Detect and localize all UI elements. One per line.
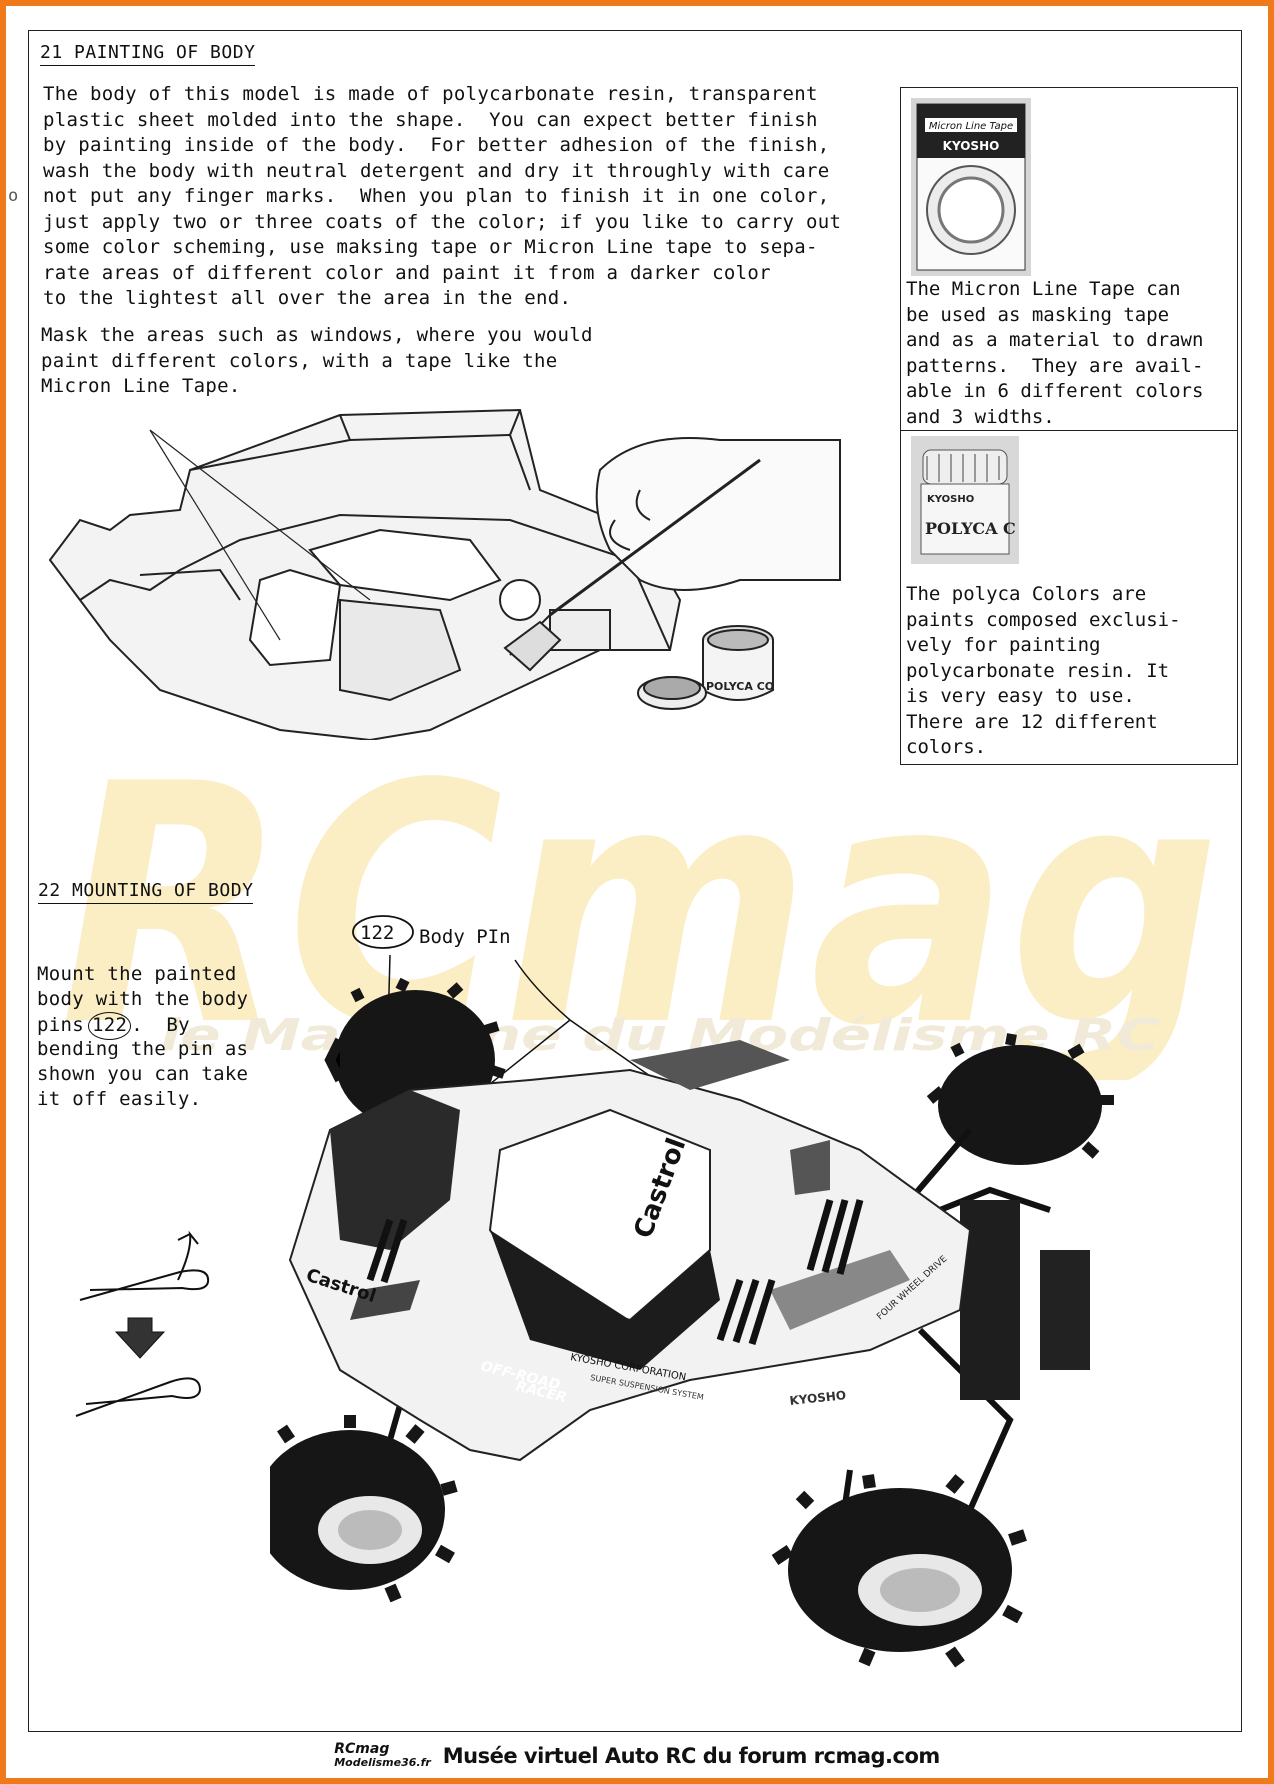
- part-number: 122: [360, 922, 395, 944]
- instruction-line-1: Mount the painted: [37, 963, 237, 985]
- part-number-circle: [352, 915, 414, 949]
- sidebar-divider: [901, 430, 1237, 431]
- instruction-part-number: 122: [87, 1012, 132, 1040]
- buggy-photo: Castrol Castrol OFF-ROAD RACER KYOSHO CO…: [270, 954, 1114, 1668]
- instruction-line-6: it off easily.: [37, 1088, 202, 1110]
- section-21-paragraph-1: The body of this model is made of polyca…: [43, 83, 842, 309]
- micron-line-tape-photo: Micron Line Tape KYOSHO: [911, 98, 1031, 276]
- instruction-line-5: shown you can take: [37, 1063, 249, 1085]
- instruction-line-4: bending the pin as: [37, 1038, 249, 1060]
- paint-jar-illustration-label: POLYCA CO: [706, 680, 774, 693]
- instruction-line-3-post: . By: [131, 1014, 190, 1036]
- footer-logo: RCmag Modelisme36.fr: [334, 1741, 431, 1769]
- section-22-heading: 22 MOUNTING OF BODY: [38, 880, 254, 904]
- footer-logo-line-2: Modelisme36.fr: [334, 1756, 431, 1769]
- page-border: [28, 30, 1242, 1732]
- body-painting-illustration: POLYCA CO: [48, 408, 841, 740]
- tape-package-brand: KYOSHO: [943, 139, 1000, 153]
- paint-caption: The polyca Colors are paints composed ex…: [906, 583, 1181, 758]
- tape-package-title: Micron Line Tape: [929, 121, 1013, 132]
- instruction-line-2: body with the body: [37, 988, 249, 1010]
- section-21-heading: 21 PAINTING OF BODY: [40, 42, 256, 66]
- footer-logo-line-1: RCmag: [334, 1741, 390, 1757]
- jar-label: POLYCA C: [925, 519, 1016, 538]
- polyca-paint-photo: KYOSHO POLYCA C: [911, 436, 1019, 564]
- footer-text: Musée virtuel Auto RC du forum rcmag.com: [442, 1744, 940, 1768]
- side-livery-text-5: KYOSHO: [789, 1388, 847, 1408]
- part-name: Body PIn: [419, 926, 511, 948]
- products-sidebar: Micron Line Tape KYOSHO The Micron Line …: [900, 87, 1238, 765]
- jar-brand: KYOSHO: [927, 494, 974, 505]
- tape-caption: The Micron Line Tape can be used as mask…: [906, 278, 1204, 428]
- section-21-paragraph-2: Mask the areas such as windows, where yo…: [41, 324, 593, 397]
- footer: RCmag Modelisme36.fr Musée virtuel Auto …: [0, 1738, 1274, 1774]
- body-pin-bending-diagram: [75, 1230, 210, 1417]
- margin-mark: o: [8, 186, 19, 206]
- instruction-line-3-pre: pins: [37, 1014, 84, 1036]
